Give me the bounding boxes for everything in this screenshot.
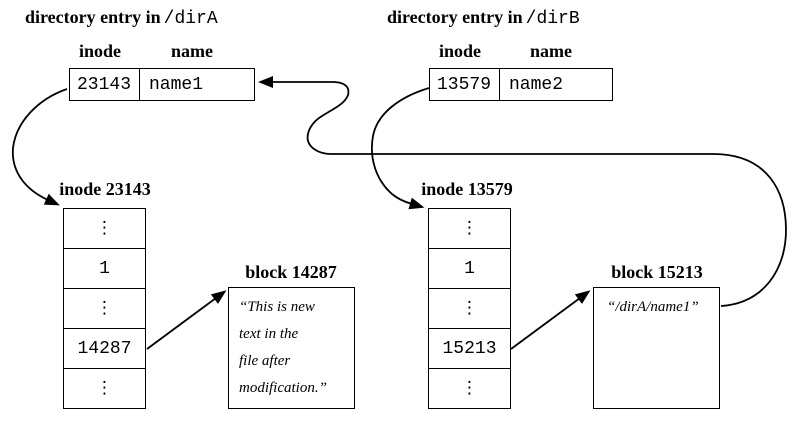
inode-a-dots-2: ⋮	[96, 298, 113, 318]
dir-b-name-value: name2	[509, 74, 564, 95]
inode-a-label: inode 23143	[59, 179, 151, 199]
arrow-block-15213-symlink-to-dirA-entry	[258, 76, 787, 307]
inode-a-row-refcount: 1	[64, 249, 145, 289]
block-b-line: “/dirA/name1”	[607, 299, 699, 315]
inode-b-row-dots: ⋮	[429, 289, 510, 329]
inode-b-row-blockptr: 15213	[429, 329, 510, 369]
inode-b-dots-3: ⋮	[461, 378, 478, 398]
inode-a-row-dots: ⋮	[64, 369, 145, 408]
dir-a-inode-value: 23143	[77, 74, 132, 95]
block-a-line: text in the	[239, 326, 299, 342]
block-a-line: modification.”	[239, 380, 327, 396]
dir-b-title-prefix: directory entry in	[387, 7, 523, 27]
block-a-line: file after	[239, 353, 291, 369]
block-a-box: “This is new text in the file after modi…	[228, 287, 355, 409]
block-a-content: “This is new text in the file after modi…	[229, 288, 354, 402]
inode-a-dots-3: ⋮	[96, 378, 113, 398]
inode-b-refcount: 1	[464, 258, 475, 279]
inode-b-row-dots: ⋮	[429, 369, 510, 408]
dir-a-title-path: /dirA	[163, 9, 218, 29]
dir-a-name-value: name1	[149, 74, 204, 95]
dir-b-title-path: /dirB	[525, 9, 580, 29]
dir-b-inode-value: 13579	[437, 74, 492, 95]
dir-a-name-cell: name1	[140, 69, 254, 100]
block-a-line: “This is new	[239, 299, 315, 315]
dir-a-title-prefix: directory entry in	[25, 7, 161, 27]
inode-b-block-pointer: 15213	[442, 338, 497, 359]
arrow-inode-23143-to-block-14287	[146, 290, 227, 350]
arrow-inode-13579-to-block-15213	[510, 290, 591, 350]
dir-a-title: directory entry in /dirA	[25, 7, 218, 29]
dir-b-name-cell: name2	[500, 69, 612, 100]
dir-b-inode-cell: 13579	[430, 69, 500, 100]
block-a-label: block 14287	[245, 262, 337, 282]
inode-b-table: ⋮ 1 ⋮ 15213 ⋮	[428, 208, 511, 409]
dir-a-entry-table: 23143 name1	[69, 68, 255, 101]
inode-b-dots-1: ⋮	[461, 218, 478, 238]
dir-b-header-name: name	[530, 41, 572, 61]
dir-b-entry-table: 13579 name2	[429, 68, 613, 101]
inode-a-row-dots: ⋮	[64, 209, 145, 249]
dir-a-header-inode: inode	[78, 41, 122, 61]
inode-a-row-dots: ⋮	[64, 289, 145, 329]
block-b-content: “/dirA/name1”	[594, 288, 719, 321]
inode-a-table: ⋮ 1 ⋮ 14287 ⋮	[63, 208, 146, 409]
inode-a-block-pointer: 14287	[77, 338, 132, 359]
inode-a-dots-1: ⋮	[96, 218, 113, 238]
inode-b-row-refcount: 1	[429, 249, 510, 289]
block-b-label: block 15213	[611, 262, 703, 282]
dir-b-header-inode: inode	[438, 41, 482, 61]
inode-b-label: inode 13579	[421, 179, 513, 199]
inode-a-row-blockptr: 14287	[64, 329, 145, 369]
inode-b-row-dots: ⋮	[429, 209, 510, 249]
dir-a-header-name: name	[171, 41, 213, 61]
inode-b-dots-2: ⋮	[461, 298, 478, 318]
block-b-box: “/dirA/name1”	[593, 287, 720, 409]
dir-a-inode-cell: 23143	[70, 69, 140, 100]
dir-b-title: directory entry in /dirB	[387, 7, 580, 29]
inode-a-refcount: 1	[99, 258, 110, 279]
